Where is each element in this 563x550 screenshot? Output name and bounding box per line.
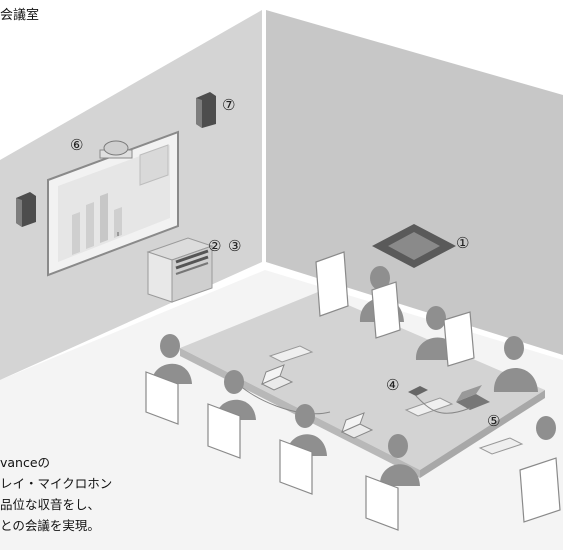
callout-7: ⑦ bbox=[222, 96, 235, 114]
description-line-3: 品位な収音をし、 bbox=[0, 497, 101, 512]
description-line-1: vanceの bbox=[0, 455, 51, 470]
callout-1: ① bbox=[456, 234, 469, 252]
diagram-title: 会議室 bbox=[0, 8, 40, 23]
display-monitor bbox=[47, 130, 179, 277]
equipment-rack bbox=[146, 237, 214, 303]
callout-5: ⑤ bbox=[487, 412, 500, 430]
ptz-camera bbox=[99, 140, 133, 159]
wall-speaker-right bbox=[196, 92, 216, 128]
description-line-2: レイ・マイクロホン bbox=[0, 476, 113, 491]
chairs bbox=[145, 251, 561, 531]
callout-6: ⑥ bbox=[70, 136, 83, 154]
ceiling-microphone-array bbox=[372, 224, 456, 268]
callout-3: ③ bbox=[228, 237, 241, 255]
wall-speaker-left bbox=[16, 192, 36, 227]
description-text: vanceの レイ・マイクロホン 品位な収音をし、 との会議を実現。 bbox=[0, 452, 112, 536]
callout-4: ④ bbox=[386, 376, 399, 394]
description-line-4: との会議を実現。 bbox=[0, 518, 100, 533]
callout-2: ② bbox=[208, 237, 221, 255]
